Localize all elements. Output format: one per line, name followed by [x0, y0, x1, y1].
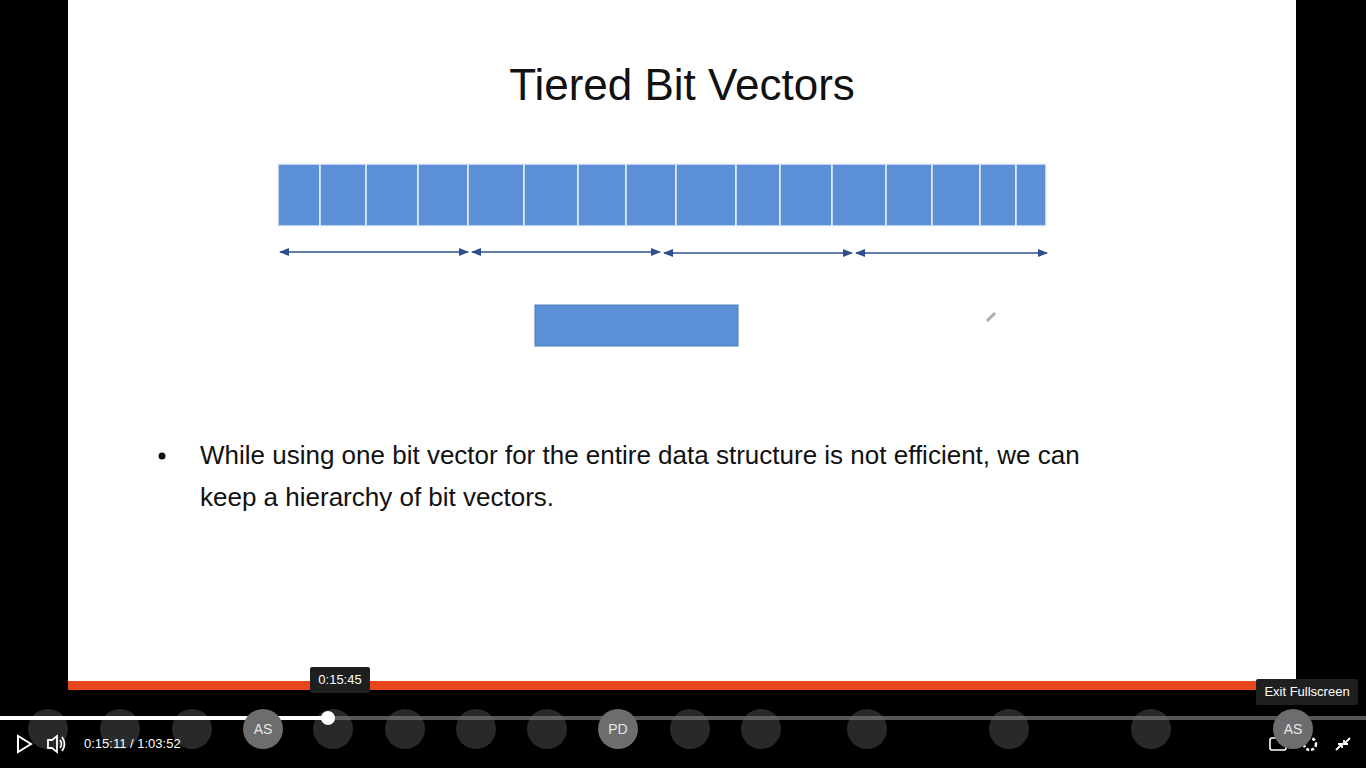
avatar — [527, 709, 567, 749]
avatar — [456, 709, 496, 749]
bit-cell — [736, 164, 780, 226]
fullscreen-icon — [1336, 738, 1350, 750]
volume-icon — [48, 736, 65, 752]
bit-cell — [932, 164, 980, 226]
avatar — [313, 709, 353, 749]
bit-cell — [780, 164, 832, 226]
bit-cell — [980, 164, 1016, 226]
range-arrows — [280, 252, 1047, 253]
node-text: 0:15:45 — [318, 672, 361, 688]
avatar: PD — [598, 709, 638, 749]
bit-cell — [578, 164, 626, 226]
fullscreen-tooltip: Exit Fullscreen — [1256, 679, 1357, 705]
bit-cell — [832, 164, 886, 226]
node-text: PD — [608, 721, 627, 737]
bit-cell — [676, 164, 736, 226]
bit-vector — [278, 164, 1046, 226]
bullet — [159, 453, 166, 460]
avatar — [670, 709, 710, 749]
bit-cell — [418, 164, 468, 226]
slide-title: Tiered Bit Vectors — [68, 60, 1296, 110]
play-icon — [18, 736, 31, 752]
pen-cursor — [986, 312, 996, 322]
bit-cell — [524, 164, 578, 226]
avatar — [741, 709, 781, 749]
avatar — [1131, 709, 1171, 749]
avatar — [989, 709, 1029, 749]
progress-knob — [321, 711, 335, 725]
avatar — [385, 709, 425, 749]
participant-strip — [28, 709, 1171, 749]
bit-cell — [278, 164, 320, 226]
avatar — [847, 709, 887, 749]
time-tooltip: 0:15:45 — [310, 667, 369, 693]
slide-ground — [68, 0, 1296, 690]
avatar: AS — [243, 709, 283, 749]
node-text: AS — [1284, 721, 1303, 737]
node-text: Exit Fullscreen — [1264, 684, 1349, 700]
bit-cell — [886, 164, 932, 226]
slide-bar — [68, 681, 1296, 690]
bit-cell — [468, 164, 524, 226]
bit-cell — [1016, 164, 1046, 226]
bullet-text: While using one bit vector for the entir… — [200, 434, 1100, 518]
bit-cell — [366, 164, 418, 226]
upper-bit-vector — [535, 305, 738, 346]
bit-cell — [320, 164, 366, 226]
progress-track — [0, 716, 1366, 720]
bit-cell — [626, 164, 676, 226]
node-text: AS — [254, 721, 273, 737]
avatar: AS — [1273, 709, 1313, 749]
